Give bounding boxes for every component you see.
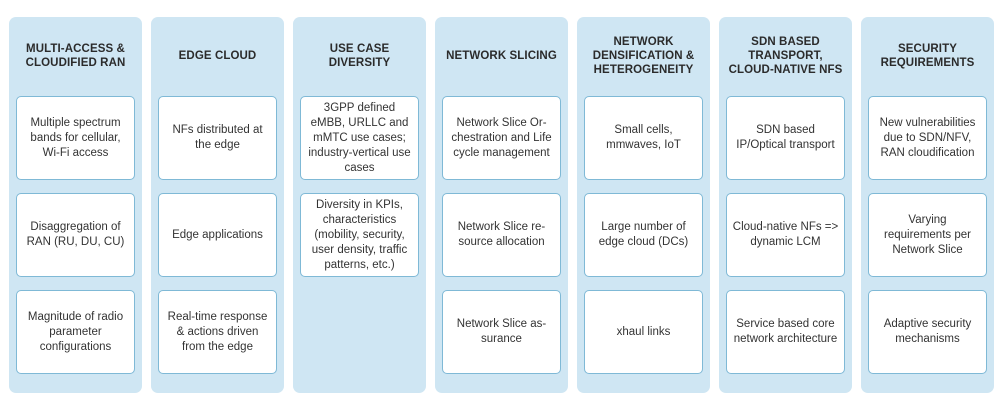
card: NFs distributed at the edge [158, 96, 277, 180]
card: Varying requirements per Network Slice [868, 193, 987, 277]
column-network-slicing: NETWORK SLICING Network Slice Or-chestra… [435, 17, 568, 393]
card: Network Slice as-surance [442, 290, 561, 374]
column-header: MULTI-ACCESS & CLOUDIFIED RAN [25, 43, 126, 69]
column-header: NETWORK SLICING [446, 50, 557, 62]
card: Service based core network architecture [726, 290, 845, 374]
card: xhaul links [584, 290, 703, 374]
card: Network Slice Or-chestration and Life cy… [442, 96, 561, 180]
column-header: SDN BASED TRANSPORT, CLOUD-NATIVE NFS [728, 36, 843, 76]
card: Adaptive security mechanisms [868, 290, 987, 374]
card: Edge applications [158, 193, 277, 277]
card: 3GPP defined eMBB, URLLC and mMTC use ca… [300, 96, 419, 180]
column-network-densification: NETWORK DENSIFICATION & HETEROGENEITY Sm… [577, 17, 710, 393]
column-use-case-diversity: USE CASE DIVERSITY 3GPP defined eMBB, UR… [293, 17, 426, 393]
card: Network Slice re-source allocation [442, 193, 561, 277]
card: Real-time response & actions driven from… [158, 290, 277, 374]
card: Small cells, mmwaves, IoT [584, 96, 703, 180]
column-security-requirements: SECURITY REQUIREMENTS New vulnerabilitie… [861, 17, 994, 393]
card: Cloud-native NFs => dynamic LCM [726, 193, 845, 277]
card: Disaggregation of RAN (RU, DU, CU) [16, 193, 135, 277]
column-header: USE CASE DIVERSITY [328, 43, 391, 69]
column-sdn-transport: SDN BASED TRANSPORT, CLOUD-NATIVE NFS SD… [719, 17, 852, 393]
column-header: EDGE CLOUD [178, 50, 257, 62]
column-header: NETWORK DENSIFICATION & HETEROGENEITY [592, 36, 695, 76]
column-edge-cloud: EDGE CLOUD NFs distributed at the edge E… [151, 17, 284, 393]
column-header: SECURITY REQUIREMENTS [880, 43, 975, 69]
card: Large number of edge cloud (DCs) [584, 193, 703, 277]
card: SDN based IP/Optical transport [726, 96, 845, 180]
card: Magnitude of radio parameter configurati… [16, 290, 135, 374]
card: Diversity in KPIs, characteristics (mobi… [300, 193, 419, 277]
card: New vulnerabilities due to SDN/NFV, RAN … [868, 96, 987, 180]
column-multi-access-ran: MULTI-ACCESS & CLOUDIFIED RAN Multiple s… [9, 17, 142, 393]
card: Multiple spectrum bands for cellular, Wi… [16, 96, 135, 180]
